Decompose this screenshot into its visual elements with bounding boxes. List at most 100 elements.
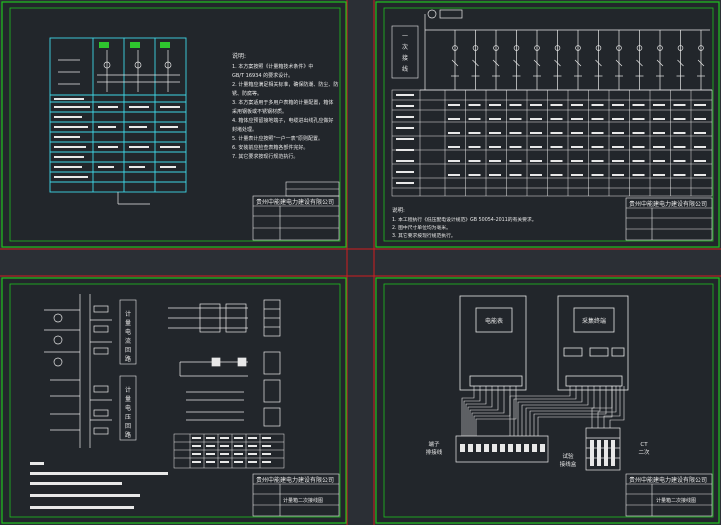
- table-cell-mark: [530, 132, 542, 134]
- table-cell-mark: [571, 174, 583, 176]
- wire-ct: [597, 386, 617, 428]
- terminal-table-cell: [234, 437, 243, 439]
- table-cell-mark: [550, 174, 563, 176]
- sheet-1-note-line: 2. 计量箱应满足相关标准，确保防潮、防尘、防: [232, 81, 338, 88]
- feeder-switch: [697, 59, 705, 67]
- sheet-4-title-block: [625, 473, 713, 517]
- feeder-breaker: [636, 45, 643, 51]
- sheet-2-note-line: 2. 图中尺寸单位均为毫米。: [392, 224, 451, 231]
- secondary-wiring-right: [168, 299, 281, 427]
- table-cell-mark: [694, 132, 706, 134]
- table-cell-mark: [489, 132, 501, 134]
- terminal-block: [476, 444, 481, 452]
- terminal-table-cell: [262, 437, 271, 439]
- table-cell-mark: [591, 146, 604, 148]
- table-cell-mark: [571, 160, 583, 162]
- sheet-2-note-line: 3. 其它要求按现行规范执行。: [392, 232, 456, 239]
- table-cell-mark: [673, 118, 686, 120]
- table-cell-mark: [571, 104, 583, 106]
- table-cell-mark: [530, 146, 542, 148]
- terminal-box-label: 采集终端: [582, 317, 606, 325]
- feeder-switch: [677, 59, 684, 67]
- wire-left: [463, 386, 481, 436]
- feeder-switch: [554, 59, 561, 67]
- table-cell-mark: [673, 104, 686, 106]
- feeder-switch: [513, 59, 520, 67]
- secondary-wiring-left: [44, 294, 112, 448]
- terminal-table-cell: [192, 461, 201, 463]
- terminal-table-cell: [206, 445, 215, 447]
- table-cell-mark: [694, 118, 706, 120]
- table-cell-mark: [612, 118, 624, 120]
- sheet-3: 计量电流回路 计量电压回路: [1, 277, 347, 524]
- test-box-terminal: [597, 440, 601, 466]
- table-cell-mark: [591, 160, 604, 162]
- sheet-1-note-line: GB/T 16934 的要求设计。: [232, 72, 293, 79]
- terminal-table-cell: [220, 445, 229, 447]
- table-cell-mark: [509, 146, 522, 148]
- feeder-breaker: [534, 45, 540, 51]
- table-cell-mark: [571, 118, 583, 120]
- terminal-table-cell: [248, 445, 257, 447]
- table-cell-mark: [468, 118, 481, 120]
- table-cell-mark: [468, 160, 481, 162]
- table-cell-mark: [673, 174, 686, 176]
- terminal-strip-label: 端子排接线: [426, 440, 443, 456]
- terminal-table-cell: [220, 453, 229, 455]
- sheet-1-note-line: 封堵处理。: [232, 126, 257, 133]
- terminal-block: [516, 444, 521, 452]
- sheet-1-company-name: 贵州中能建电力建设有限公司: [256, 198, 334, 206]
- wire-left: [475, 386, 517, 436]
- meter-box-label: 电能表: [485, 317, 503, 325]
- sheet-1-title-block: [252, 181, 340, 241]
- table-cell-mark: [571, 146, 583, 148]
- table-row-mark: [396, 160, 414, 162]
- table-cell-mark: [468, 146, 481, 148]
- terminal-block: [492, 444, 497, 452]
- table-cell-mark: [653, 174, 665, 176]
- table-cell-mark: [550, 146, 563, 148]
- terminal-table-cell: [206, 453, 215, 455]
- terminal-block: [500, 444, 505, 452]
- table-cell-mark: [489, 118, 501, 120]
- table-row-mark: [396, 149, 414, 151]
- terminal-block: [508, 444, 513, 452]
- feeder-switch: [492, 59, 500, 67]
- table-cell-mark: [632, 118, 645, 120]
- feeder-breaker: [616, 45, 622, 51]
- table-cell-mark: [612, 132, 624, 134]
- table-cell-mark: [694, 146, 706, 148]
- sheet-1: 说明: 1. 本方案按照《计量箱技术条件》中 GB/T 16934 的要求设计。…: [1, 1, 347, 248]
- table-cell-mark: [468, 174, 481, 176]
- sheet-2-note-line: 1. 本工程执行《低压配电设计规范》GB 50054-2011的有关要求。: [392, 216, 537, 223]
- sheet-1-notes: 1. 本方案按照《计量箱技术条件》中 GB/T 16934 的要求设计。2. 计…: [232, 63, 338, 160]
- table-cell-mark: [489, 160, 501, 162]
- sheet-2: 一次接线 说明: 1. 本工程执行《低压配电设计规范》GB 50054-2011…: [375, 1, 720, 248]
- table-cell-mark: [509, 132, 522, 134]
- terminal-block: [540, 444, 545, 452]
- table-cell-mark: [550, 160, 563, 162]
- voltage-circuit-label: 计量电压回路: [125, 386, 131, 439]
- wire-ct: [609, 386, 625, 428]
- wire-right: [521, 386, 589, 436]
- table-cell-mark: [694, 160, 706, 162]
- table-cell-mark: [612, 174, 624, 176]
- sheet-2-company-name: 贵州中能建电力建设有限公司: [629, 200, 707, 208]
- terminal-table-cell: [234, 445, 243, 447]
- terminal-table-cell: [206, 461, 215, 463]
- sheet-2-title-block: [625, 197, 713, 241]
- table-cell-mark: [673, 132, 686, 134]
- feeder-breaker: [554, 45, 561, 51]
- table-cell-mark: [530, 160, 542, 162]
- test-box-terminal: [611, 440, 615, 466]
- table-cell-mark: [550, 118, 563, 120]
- wire-right: [533, 386, 607, 436]
- table-cell-mark: [653, 146, 665, 148]
- terminal-block: [484, 444, 489, 452]
- terminal-table-cell: [220, 461, 229, 463]
- wire-right: [513, 386, 577, 436]
- table-cell-mark: [448, 160, 460, 162]
- table-cell-mark: [530, 174, 542, 176]
